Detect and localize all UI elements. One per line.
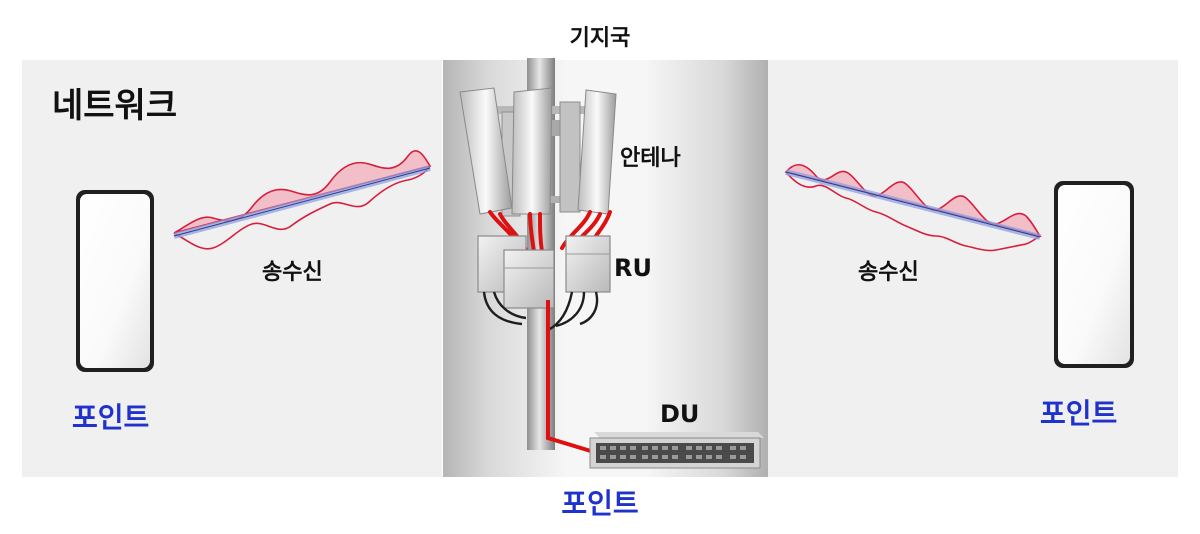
radio-unit-icon <box>477 235 611 309</box>
radio-wave-left <box>173 150 432 250</box>
smartphone-icon-left <box>76 190 154 372</box>
point-label-center: 포인트 <box>561 487 639 520</box>
network-title: 네트워크 <box>52 86 178 126</box>
rf-cables <box>488 210 612 254</box>
black-cables <box>482 291 599 332</box>
base-station-tower <box>459 58 617 454</box>
txrx-label-right: 송수신 <box>858 260 919 285</box>
ru-label: RU <box>614 254 652 282</box>
base-station-title: 기지국 <box>569 26 631 51</box>
point-label-right: 포인트 <box>1040 397 1118 430</box>
antenna-label: 안테나 <box>620 146 681 171</box>
du-label: DU <box>660 400 700 428</box>
radio-wave-right <box>784 164 1042 252</box>
smartphone-icon-right <box>1054 181 1134 368</box>
point-label-left: 포인트 <box>72 401 150 434</box>
fiber-cable <box>546 300 595 454</box>
txrx-label-left: 송수신 <box>262 260 323 285</box>
server-rack-icon <box>589 432 764 469</box>
antenna-panel-icon <box>459 87 617 215</box>
